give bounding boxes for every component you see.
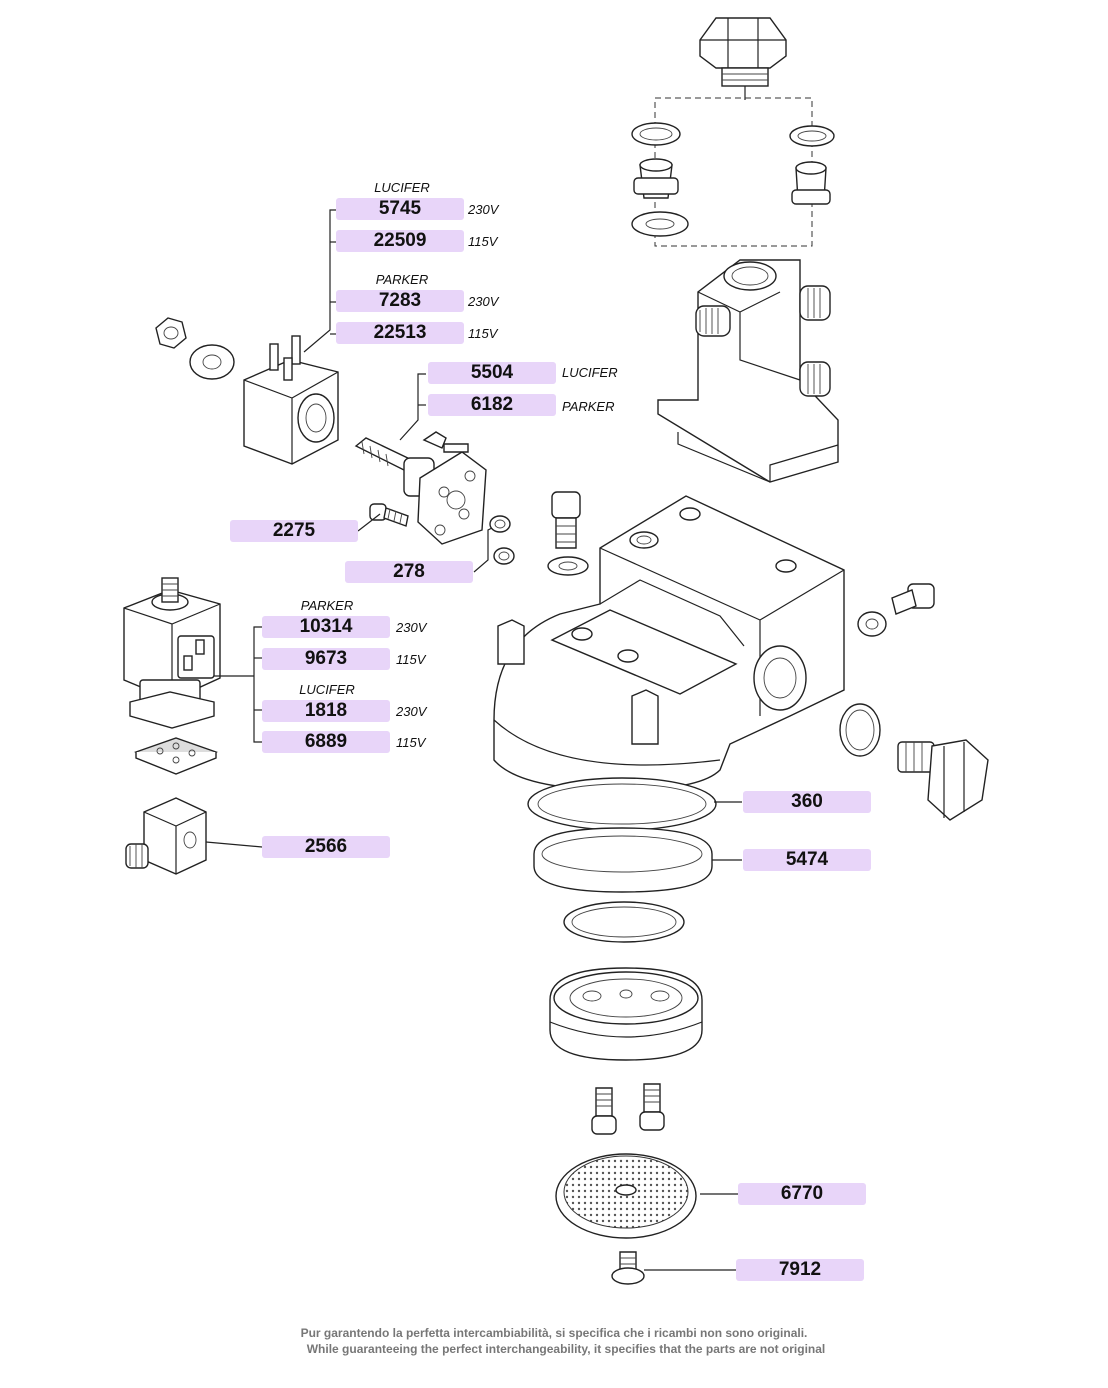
- shower-screen-drawing: [555, 1153, 697, 1239]
- part-7912[interactable]: 7912: [736, 1259, 864, 1281]
- leader-body: [399, 373, 426, 441]
- screw-2275-drawing: [369, 503, 409, 527]
- connector-plug-drawing: [125, 797, 207, 875]
- leader-278: [473, 527, 493, 573]
- voltage-6889: 115V: [396, 735, 426, 750]
- part-6889[interactable]: 6889: [262, 731, 390, 753]
- part-6182[interactable]: 6182: [428, 394, 556, 416]
- part-360[interactable]: 360: [743, 791, 871, 813]
- brand-lucifer-valve: LUCIFER: [299, 682, 355, 697]
- valve-body-drawing: [354, 431, 487, 545]
- footer-english: While guaranteeing the perfect interchan…: [306, 1342, 826, 1356]
- small-gasket-drawing: [563, 901, 685, 943]
- shower-screws-drawing: [591, 1083, 665, 1135]
- valve-holder-block-drawing: [657, 259, 839, 483]
- side-seal-and-plug-drawing: [839, 703, 989, 821]
- part-5745[interactable]: 5745: [336, 198, 464, 220]
- o-rings-278-drawing: [489, 515, 515, 565]
- voltage-10314: 230V: [396, 620, 427, 635]
- part-5474[interactable]: 5474: [743, 849, 871, 871]
- footer-italian: Pur garantendo la perfetta intercambiabi…: [300, 1326, 808, 1340]
- voltage-22509: 115V: [468, 234, 498, 249]
- shower-holder-drawing: [549, 967, 703, 1061]
- part-6770[interactable]: 6770: [738, 1183, 866, 1205]
- voltage-1818: 230V: [396, 704, 427, 719]
- gasket-360-drawing: [527, 777, 717, 831]
- part-2566[interactable]: 2566: [262, 836, 390, 858]
- group-head-drawing: [493, 495, 845, 791]
- brand-parker-body: PARKER: [562, 399, 615, 414]
- part-22513[interactable]: 22513: [336, 322, 464, 344]
- brand-parker-coil: PARKER: [375, 272, 429, 287]
- part-5504[interactable]: 5504: [428, 362, 556, 384]
- part-2275[interactable]: 2275: [230, 520, 358, 542]
- brand-lucifer-coil: LUCIFER: [374, 180, 430, 195]
- solenoid-valve-drawing: [123, 577, 221, 729]
- brand-lucifer-body: LUCIFER: [562, 365, 618, 380]
- gasket-drawing: [134, 737, 218, 775]
- leader-2566: [205, 841, 263, 848]
- screw-washer-drawing: [547, 491, 589, 576]
- top-hex-plug-drawing: [699, 17, 787, 100]
- part-10314[interactable]: 10314: [262, 616, 390, 638]
- side-screw-drawing: [857, 583, 935, 637]
- voltage-7283: 230V: [468, 294, 499, 309]
- part-9673[interactable]: 9673: [262, 648, 390, 670]
- small-seals-drawing: [631, 122, 835, 237]
- part-278[interactable]: 278: [345, 561, 473, 583]
- part-1818[interactable]: 1818: [262, 700, 390, 722]
- part-22509[interactable]: 22509: [336, 230, 464, 252]
- voltage-5745: 230V: [468, 202, 499, 217]
- solenoid-coil-drawing: [155, 317, 339, 465]
- leader-2275: [357, 513, 381, 532]
- gasket-5474-drawing: [533, 827, 713, 893]
- part-7283[interactable]: 7283: [336, 290, 464, 312]
- screw-7912-drawing: [611, 1251, 645, 1285]
- leader-coil: [303, 209, 336, 353]
- voltage-22513: 115V: [468, 326, 498, 341]
- brand-parker-valve: PARKER: [300, 598, 354, 613]
- voltage-9673: 115V: [396, 652, 426, 667]
